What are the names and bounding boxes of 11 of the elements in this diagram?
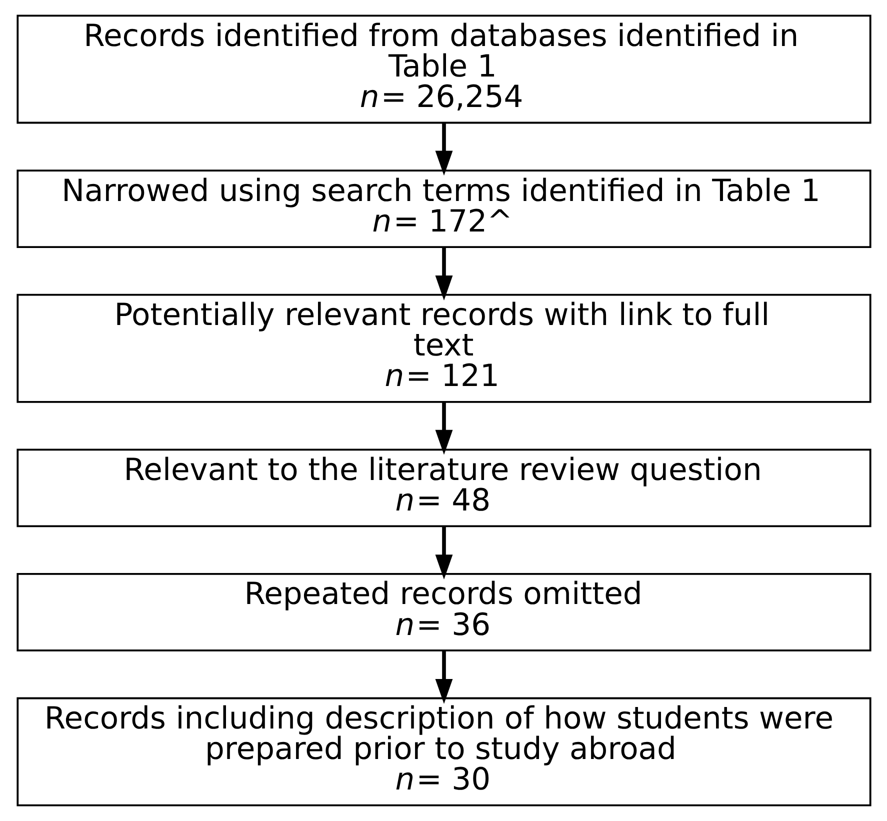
node-box: Narrowed using search terms identified in Table 1 n= 172^ [16,170,871,248]
node-box: Repeated records omitted n= 36 [16,573,871,652]
node-box: Records including description of how students were prepared prior to study abroad n= 30 [16,697,871,806]
arrow [434,123,452,176]
arrow [434,650,452,704]
arrow [434,247,452,300]
arrow [434,526,452,580]
node-box: Potentially relevant records with link to full text n= 121 [16,294,871,403]
node-box: Records identified from databases identified in Table 1 n= 26,254 [16,14,871,124]
node-box: Relevant to the literature review question n= 48 [16,448,871,528]
arrow [434,402,452,455]
